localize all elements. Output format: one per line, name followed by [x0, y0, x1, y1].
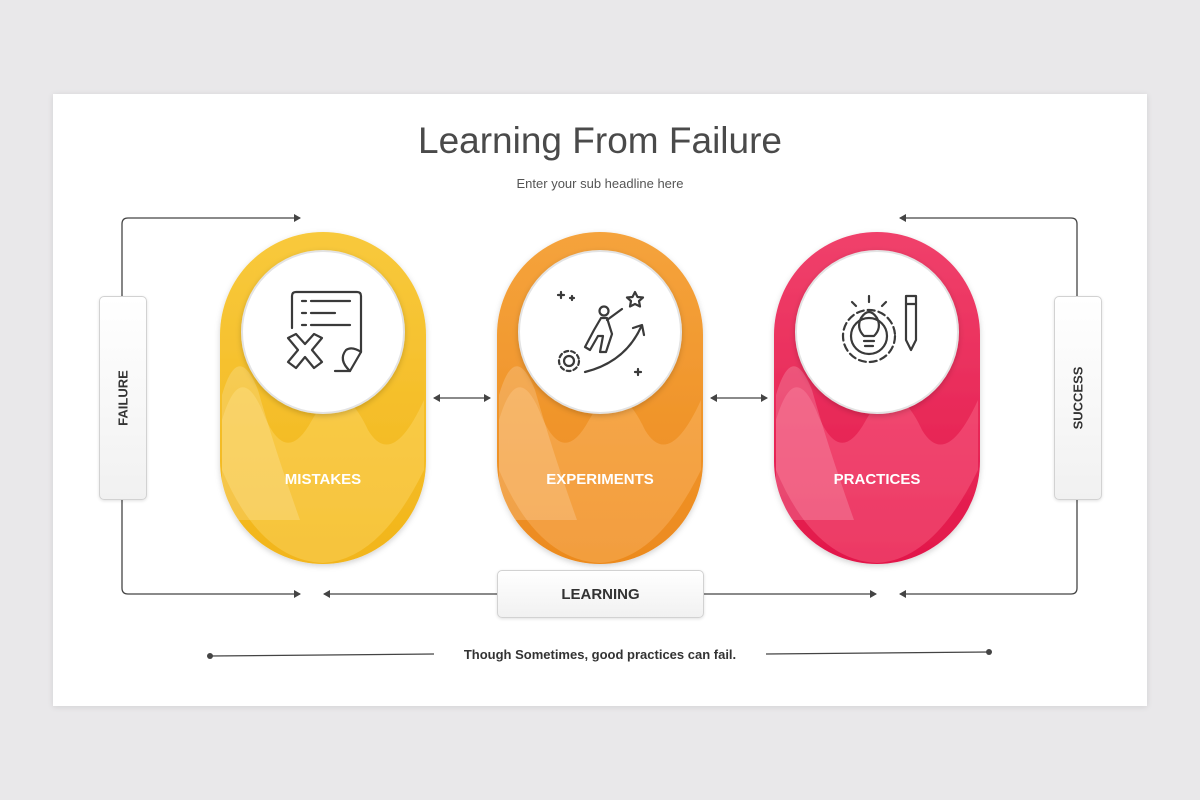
footer-line-right — [765, 651, 990, 655]
bottom-right-connector — [899, 498, 1078, 598]
icon-circle-mistakes — [241, 250, 405, 414]
stage-label-mistakes: MISTAKES — [284, 471, 362, 488]
page-title: Learning From Failure — [418, 120, 782, 161]
failure-box: FAILURE — [99, 296, 147, 500]
success-label: SUCCESS — [1070, 366, 1086, 430]
icon-circle-experiments — [518, 250, 682, 414]
footer-dot-left — [207, 653, 213, 659]
footer-caption: Though Sometimes, good practices can fai… — [463, 647, 737, 662]
failure-label: FAILURE — [115, 370, 131, 426]
top-left-connector — [121, 214, 301, 296]
learning-label: LEARNING — [561, 585, 640, 603]
stage-label-experiments: EXPERIMENTS — [546, 471, 654, 488]
footer-line-left — [209, 653, 435, 657]
bottom-left-connector — [121, 498, 301, 598]
success-box: SUCCESS — [1054, 296, 1102, 500]
idea-gear-pencil-icon — [841, 294, 918, 364]
page-subtitle: Enter your sub headline here — [516, 176, 684, 191]
connector-lines — [121, 214, 1078, 657]
footer-dot-right — [986, 649, 992, 655]
document-cross-icon — [286, 290, 363, 373]
stage-label-practices: PRACTICES — [833, 471, 921, 488]
top-right-connector — [899, 214, 1078, 296]
climbing-growth-icon — [556, 290, 646, 377]
learning-box: LEARNING — [497, 570, 704, 618]
